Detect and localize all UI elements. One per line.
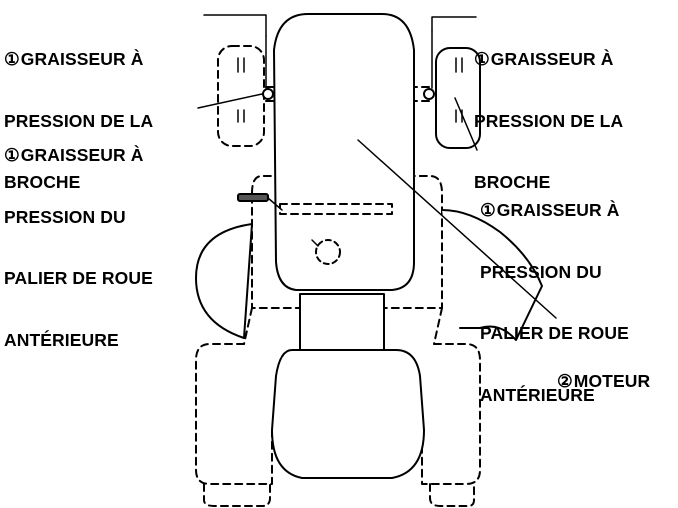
drivetrain-neck xyxy=(299,293,385,351)
callout-number-2: ② xyxy=(557,371,573,391)
left-half-disc xyxy=(195,223,253,339)
label-wheel-bearing-grease-right: ①GRAISSEUR À PRESSION DU PALIER DE ROUE … xyxy=(480,200,629,405)
left-front-wheel xyxy=(217,45,265,147)
leader-engine xyxy=(357,139,557,319)
right-front-wheel xyxy=(435,47,481,149)
left-spindle-grease-point xyxy=(262,88,274,100)
leader-mid-right xyxy=(454,97,478,151)
mower-deck-shape xyxy=(441,209,543,341)
label-engine: ②MOTEUR xyxy=(557,371,651,391)
fuel-cap-tab xyxy=(311,239,319,247)
spindle-ticks xyxy=(265,29,433,89)
callout-number-1: ① xyxy=(4,49,20,69)
right-rear-tire-tread xyxy=(429,483,475,507)
steering-column xyxy=(279,203,393,215)
callout-number-1: ① xyxy=(480,200,496,220)
label-wheel-bearing-grease-left: ①GRAISSEUR À PRESSION DU PALIER DE ROUE … xyxy=(4,145,153,350)
wheel-tread-marks xyxy=(237,57,463,123)
fender-left-link xyxy=(243,307,253,345)
label-spindle-grease-right: ①GRAISSEUR À PRESSION DE LA BROCHE xyxy=(474,49,624,192)
leader-mid-left xyxy=(197,93,263,109)
callout-number-1: ① xyxy=(474,49,490,69)
fender-right-link xyxy=(433,307,443,345)
left-rear-tire-tread xyxy=(203,483,271,507)
lever-link xyxy=(267,197,283,211)
label-spindle-grease-left: ①GRAISSEUR À PRESSION DE LA BROCHE xyxy=(4,49,154,192)
leader-top-right xyxy=(431,16,477,31)
right-rear-wheel-outline xyxy=(421,343,481,485)
fuel-cap xyxy=(315,239,341,265)
seat xyxy=(271,349,425,479)
leader-top-left xyxy=(203,14,267,37)
right-spindle-grease-point xyxy=(423,88,435,100)
left-rear-wheel-outline xyxy=(195,343,273,485)
callout-number-1: ① xyxy=(4,145,20,165)
hood xyxy=(273,13,415,291)
throttle-lever xyxy=(237,193,269,202)
